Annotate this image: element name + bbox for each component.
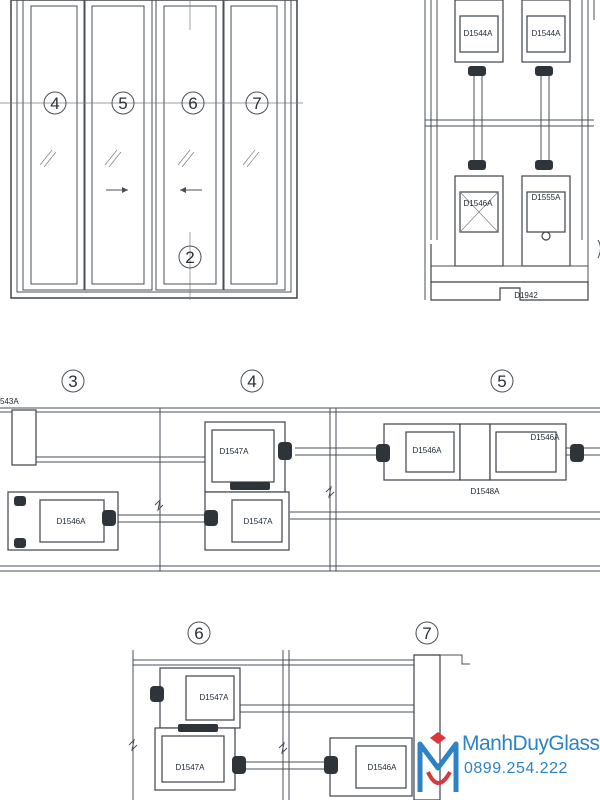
label-d1546a-left: D1546A: [57, 517, 87, 526]
elevation-callout-2: 2: [178, 245, 202, 269]
svg-text:5: 5: [497, 372, 506, 391]
brand-phone: 0899.254.222: [464, 760, 568, 777]
svg-text:4: 4: [50, 94, 59, 113]
label-d1942: D1942: [514, 291, 538, 300]
label-d1546a-center: D1546A: [413, 446, 443, 455]
mid-callout-3: 3: [61, 369, 85, 393]
svg-text:2: 2: [185, 248, 194, 267]
svg-text:7: 7: [252, 94, 261, 113]
brand-watermark: ManhDuyGlass 0899.254.222: [412, 728, 600, 796]
label-d1547a-upper: D1547A: [220, 447, 250, 456]
elevation-callout-4: 4: [43, 91, 67, 115]
label-d1544a-left: D1544A: [464, 29, 494, 38]
label-d1547a-bottom-lower: D1547A: [176, 763, 206, 772]
label-d1547a-bottom-upper: D1547A: [200, 693, 230, 702]
brand-name: ManhDuyGlass: [462, 732, 600, 755]
vertical-section: [424, 0, 600, 301]
label-d1546a-right: D1546A: [531, 433, 561, 442]
elevation-callout-5: 5: [111, 91, 135, 115]
label-d1546a-vertical: D1546A: [464, 199, 494, 208]
label-d1548a: D1548A: [471, 487, 501, 496]
label-d1544a-right: D1544A: [532, 29, 562, 38]
door-elevation: [0, 0, 303, 300]
horizontal-section-bottom: [128, 650, 470, 800]
label-d1547a-lower: D1547A: [244, 517, 274, 526]
svg-text:3: 3: [68, 372, 77, 391]
svg-text:6: 6: [194, 624, 203, 643]
elevation-callout-7: 7: [245, 91, 269, 115]
svg-text:4: 4: [247, 372, 256, 391]
svg-text:5: 5: [118, 94, 127, 113]
mid-callout-5: 5: [490, 369, 514, 393]
bottom-callout-7: 7: [415, 621, 439, 645]
label-d1546a-bottom: D1546A: [368, 763, 398, 772]
svg-text:7: 7: [422, 624, 431, 643]
label-d1555a: D1555A: [532, 193, 562, 202]
mid-callout-4: 4: [240, 369, 264, 393]
elevation-callout-6: 6: [181, 91, 205, 115]
brand-logo-icon: [417, 732, 459, 792]
label-partial-543a: 543A: [0, 397, 19, 406]
bottom-callout-6: 6: [187, 621, 211, 645]
svg-text:6: 6: [188, 94, 197, 113]
horizontal-section-middle: [0, 407, 600, 572]
